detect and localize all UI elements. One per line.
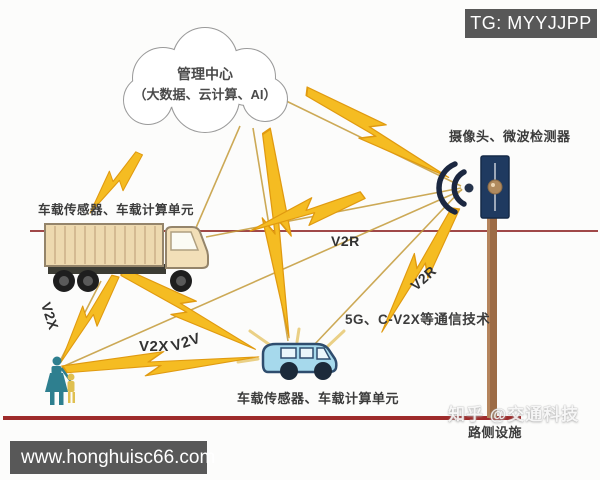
lightning-bolt-cloud-camera-icon <box>297 81 457 187</box>
label-roadside: 路侧设施 <box>468 425 523 440</box>
label-v2r-middle: V2R <box>331 233 360 249</box>
label-van-unit: 车载传感器、车载计算单元 <box>237 391 400 406</box>
label-truck-unit: 车载传感器、车载计算单元 <box>38 203 195 217</box>
label-comm-tech: 5G、C-V2X等通信技术 <box>345 312 491 327</box>
label-v2x-bottom: V2X <box>139 338 169 355</box>
management-cloud-icon <box>123 27 288 133</box>
link-camera-pedestrian <box>61 189 463 368</box>
cloud-subtitle: （大数据、云计算、AI） <box>133 87 277 102</box>
cloud-title: 管理中心 <box>177 66 233 82</box>
camera-detector-icon <box>480 155 510 219</box>
label-camera: 摄像头、微波检测器 <box>449 129 571 144</box>
signal-arcs-icon <box>436 161 474 215</box>
watermark: 知乎 @交通科技 <box>448 405 580 424</box>
link-camera-van <box>312 188 463 347</box>
pedestrian-adult-icon <box>45 356 72 405</box>
link-cloud-truck <box>191 125 241 238</box>
truck-icon <box>44 223 209 292</box>
pedestrian-child-icon <box>67 373 75 403</box>
telegram-badge: TG: MYYJJPP <box>465 9 597 38</box>
roadside-pole <box>487 213 497 418</box>
van-icon <box>261 342 338 380</box>
website-badge: www.honghuisc66.com <box>10 441 215 474</box>
van-rays <box>236 327 346 364</box>
